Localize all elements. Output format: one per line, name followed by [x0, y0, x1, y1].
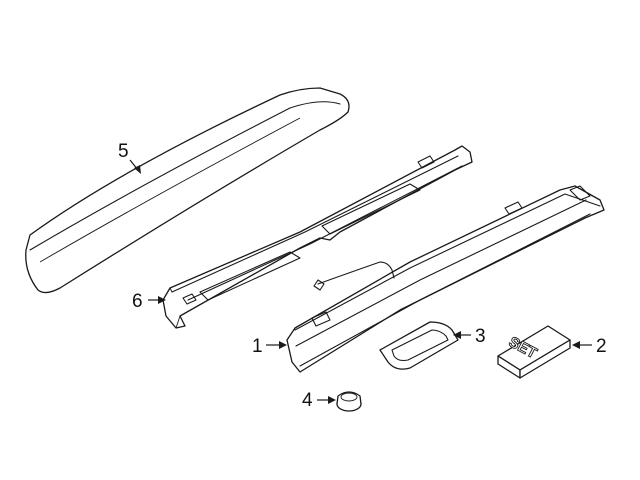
callout-6-label: 6	[132, 291, 143, 312]
part-3-gasket	[379, 321, 459, 370]
callout-5-label: 5	[118, 141, 129, 162]
callout-4: 4	[302, 390, 336, 411]
callout-1-label: 1	[252, 336, 263, 357]
callout-2: 2	[572, 336, 607, 357]
callout-6: 6	[132, 291, 166, 312]
part-4-clip	[336, 391, 362, 412]
callout-4-label: 4	[302, 390, 313, 411]
part-1-lamp-assembly	[286, 185, 605, 373]
callout-2-label: 2	[596, 336, 607, 357]
part-6-lamp-housing	[162, 145, 473, 329]
callout-1: 1	[252, 336, 287, 357]
part-2-set-box: SET	[497, 325, 571, 379]
callout-5: 5	[118, 141, 141, 174]
callout-3: 3	[453, 326, 486, 347]
callout-3-label: 3	[475, 326, 486, 347]
part-5-spoiler-cover	[25, 87, 350, 294]
